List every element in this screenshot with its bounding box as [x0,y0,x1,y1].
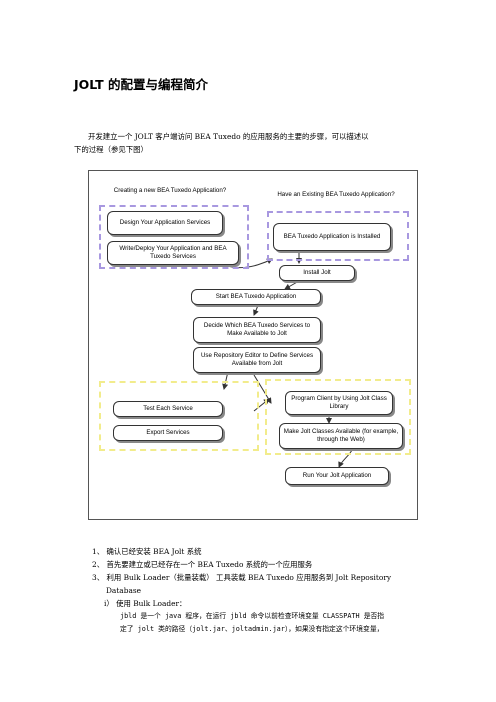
sub-item-1: i） 使用 Bulk Loader： [104,599,187,608]
step-run-application: Run Your Jolt Application [285,467,389,485]
new-app-region [99,205,249,269]
intro-paragraph: 开发建立一个 JOLT 客户端访问 BEA Tuxedo 的应用服务的主要的步骤… [74,130,424,156]
right-caption: Have an Existing BEA Tuxedo Application? [277,191,395,198]
test-export-region [99,381,259,451]
list-item-3: 3、 利用 Bulk Loader（批量装载） 工具装载 BEA Tuxedo … [92,573,392,582]
step-start-app: Start BEA Tuxedo Application [191,289,321,305]
jolt-workflow-diagram: Creating a new BEA Tuxedo Application? H… [88,170,418,520]
step-make-classes-available: Make Jolt Classes Available (for example… [279,423,403,449]
step-export-services: Export Services [113,425,223,441]
page-title: JOLT 的配置与编程简介 [74,77,209,92]
step-test-service: Test Each Service [113,401,223,417]
step-write-deploy: Write/Deploy Your Application and BEA Tu… [107,241,239,265]
step-design: Design Your Application Services [107,211,223,235]
client-region [265,379,411,455]
sub-item-1-line-2: 定了 jolt 类的路径（jolt.jar、joltadmin.jar），如果没… [120,625,384,633]
step-repository-editor: Use Repository Editor to Define Services… [193,347,321,373]
step-app-installed: BEA Tuxedo Application is Installed [273,223,391,251]
step-list: 1、 确认已经安装 BEA Jolt 系统 2、 首先要建立或已经存在一个 BE… [92,545,391,636]
step-install-jolt: Install Jolt [279,265,355,281]
list-item-2: 2、 首先要建立或已经存在一个 BEA Tuxedo 系统的一个应用服务 [92,560,313,569]
step-decide-services: Decide Which BEA Tuxedo Services to Make… [193,317,321,343]
sub-item-1-line-1: jbld 是一个 java 程序，在运行 jbld 命令以前检查环境变量 CLA… [120,612,385,620]
intro-line-2: 下的过程（参见下图） [74,145,148,154]
left-caption: Creating a new BEA Tuxedo Application? [113,187,227,194]
existing-app-region [267,211,409,261]
step-program-client: Program Client by Using Jolt Class Libra… [285,391,393,415]
intro-line-1: 开发建立一个 JOLT 客户端访问 BEA Tuxedo 的应用服务的主要的步骤… [88,132,369,141]
list-item-1: 1、 确认已经安装 BEA Jolt 系统 [92,547,202,556]
list-item-3-cont: Database [106,586,142,595]
